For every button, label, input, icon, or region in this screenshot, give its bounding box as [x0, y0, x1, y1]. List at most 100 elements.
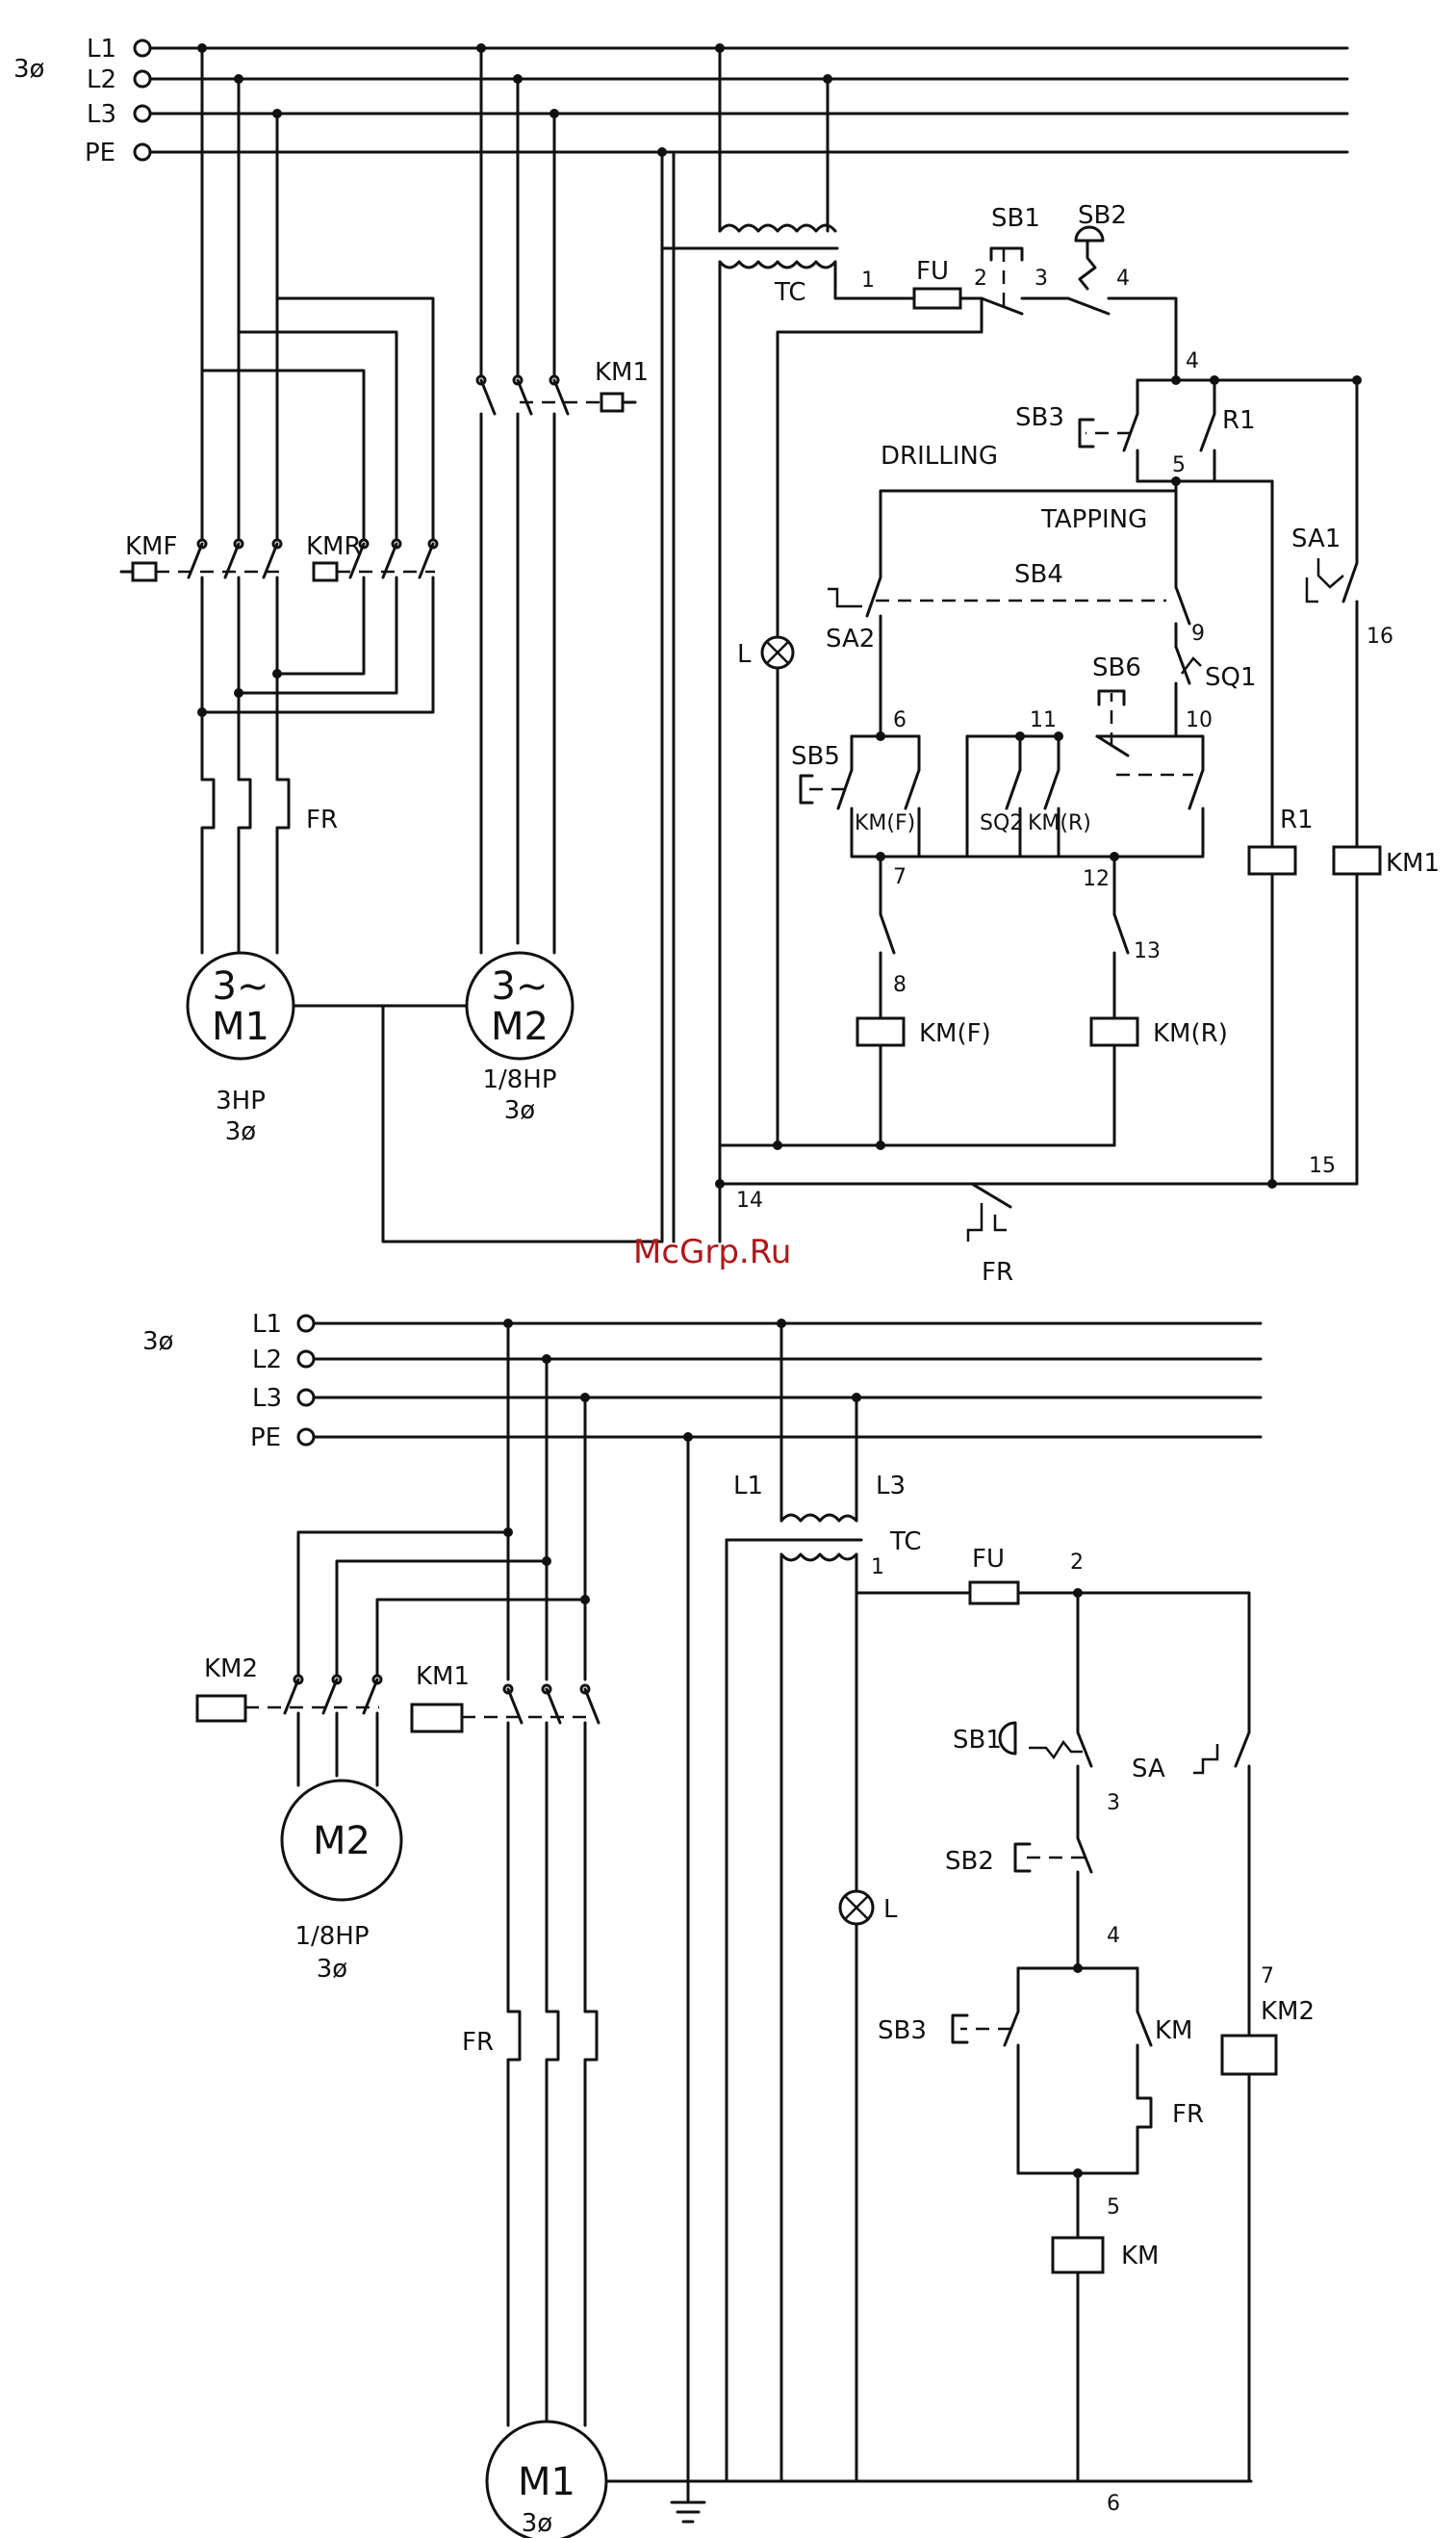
sa2-label: SA2	[826, 625, 875, 654]
tc-label: TC	[774, 278, 806, 307]
sq1-label: SQ1	[1205, 663, 1257, 692]
sb1-label: SB1	[991, 204, 1040, 233]
terminal-pe	[133, 142, 152, 162]
bottom-tc-transformer: L1 L3 TC 1	[725, 1321, 972, 2483]
drilling-label: DRILLING	[881, 442, 998, 471]
line-label-pe: PE	[85, 139, 115, 167]
node-6: 6	[893, 708, 907, 732]
km-f-coil-label: KM(F)	[919, 1019, 991, 1048]
sb2-label: SB2	[1078, 201, 1127, 230]
sb3-label: SB3	[1015, 403, 1064, 432]
bottom-lamp-label: L	[883, 1895, 898, 1924]
kmr-label: KMR	[306, 532, 362, 561]
bottom-node-3: 3	[1107, 1791, 1120, 1815]
m2-motor: 3~ M2 1/8HP 3ø	[465, 951, 575, 1125]
km1-main-label: KM1	[595, 358, 649, 387]
node-14: 14	[736, 1189, 763, 1213]
sb5-label: SB5	[791, 742, 840, 771]
tc-primary-l3: L3	[876, 1472, 906, 1500]
bottom-fr-main-label: FR	[462, 2028, 494, 2057]
sb6-label: SB6	[1092, 654, 1141, 682]
bottom-m1-phase: 3ø	[522, 2509, 552, 2538]
sa1-label: SA1	[1291, 525, 1341, 553]
terminal-l3	[133, 104, 152, 123]
node-4a: 4	[1116, 267, 1130, 291]
top-control-circuit: 1 FU 2 SB1 3 SB2 4 L	[715, 201, 1440, 1287]
node-5: 5	[1172, 453, 1186, 477]
km2-coil-symbol	[195, 1694, 247, 1723]
node-10: 10	[1186, 708, 1213, 732]
m2-phase: 3ø	[504, 1096, 535, 1125]
km2-label: KM2	[204, 1654, 258, 1683]
bottom-sa-label: SA	[1132, 1755, 1165, 1783]
lamp-label: L	[737, 640, 752, 669]
km1-main-coil-symbol	[600, 392, 625, 413]
line-label-l1: L1	[87, 35, 116, 64]
bottom-m1-symbol: M1	[518, 2460, 575, 2504]
kmr-coil-symbol	[312, 561, 339, 582]
bottom-fr-heaters: FR	[462, 2010, 599, 2427]
node-12: 12	[1083, 867, 1110, 891]
kmf-contacts: KMF	[119, 532, 283, 772]
bottom-sb2-label: SB2	[945, 1847, 994, 1876]
bottom-m2-phase: 3ø	[317, 1955, 347, 1984]
tc-transformer: TC	[660, 46, 916, 1147]
terminal-l2	[133, 69, 152, 89]
m1-symbol-bottom: M1	[212, 1005, 269, 1049]
bottom-node-1: 1	[871, 1555, 884, 1579]
bottom-line-label-l3: L3	[252, 1384, 282, 1413]
bottom-km2-coil	[1220, 2034, 1278, 2076]
km-r-coil-label: KM(R)	[1153, 1019, 1228, 1048]
node-15: 15	[1309, 1154, 1336, 1178]
r1-coil	[1247, 845, 1297, 876]
fr-ctrl-label: FR	[982, 1258, 1013, 1287]
bottom-m2-motor: M2 1/8HP 3ø	[280, 1779, 403, 1984]
node-3: 3	[1035, 267, 1048, 291]
km1-coil	[1332, 845, 1382, 876]
bottom-fr-ctrl-label: FR	[1172, 2100, 1204, 2129]
node-9: 9	[1191, 622, 1205, 646]
r1-contact-label: R1	[1222, 406, 1256, 435]
line-label-l3: L3	[87, 100, 116, 129]
node-7: 7	[893, 865, 907, 889]
km1-coil-label: KM1	[1386, 849, 1440, 878]
m1-motor: 3~ M1 3HP 3ø	[186, 951, 295, 1146]
fu-label: FU	[916, 257, 949, 286]
m2-rating: 1/8HP	[482, 1065, 556, 1094]
m2-power-circuit: KM1 3~ M2 1/8HP 3ø	[381, 46, 649, 1125]
node-11: 11	[1030, 708, 1057, 732]
top-phase-label: 3ø	[13, 55, 44, 84]
fu-fuse	[912, 287, 962, 310]
bottom-km2-coil-label: KM2	[1261, 1997, 1315, 2026]
r1-coil-label: R1	[1280, 806, 1314, 834]
bottom-sb1-label: SB1	[953, 1726, 1002, 1755]
km1-coil-symbol	[410, 1703, 464, 1733]
bottom-km-coil	[1051, 2236, 1105, 2274]
kmf-label: KMF	[125, 532, 177, 561]
bottom-fu-fuse	[968, 1580, 1020, 1605]
node-2: 2	[974, 267, 987, 291]
line-label-l2: L2	[87, 65, 116, 94]
km-f-contact-label: KM(F)	[855, 811, 915, 835]
tapping-label: TAPPING	[1040, 505, 1147, 534]
kmf-coil-symbol	[131, 561, 158, 582]
node-16: 16	[1367, 625, 1393, 649]
m2-symbol-top: 3~	[492, 964, 549, 1009]
km1-contacts: KM1	[410, 1662, 600, 2013]
bottom-line-label-l1: L1	[252, 1310, 282, 1339]
node-4b: 4	[1186, 349, 1199, 373]
km-f-coil	[856, 1016, 906, 1047]
m1-symbol-top: 3~	[213, 964, 269, 1009]
node-8: 8	[893, 973, 907, 997]
m1-phase: 3ø	[225, 1117, 256, 1146]
bottom-node-2: 2	[1070, 1551, 1084, 1575]
bottom-line-label-pe: PE	[250, 1423, 281, 1452]
kmr-contacts: KMR	[306, 532, 439, 628]
bottom-m2-rating: 1/8HP	[294, 1922, 369, 1951]
watermark: McGrp.Ru	[633, 1233, 791, 1271]
tc-primary-l1: L1	[733, 1472, 763, 1500]
bottom-control-circuit: FU 2 L SB1 3 SB2 4	[838, 1545, 1315, 2516]
terminal-l1	[133, 38, 152, 58]
sb4-label: SB4	[1014, 560, 1063, 589]
